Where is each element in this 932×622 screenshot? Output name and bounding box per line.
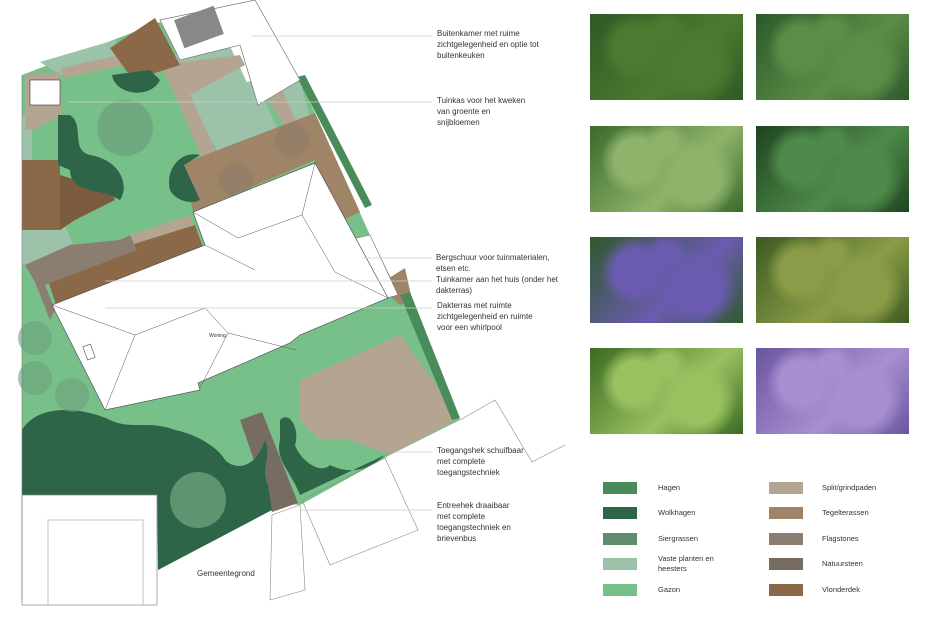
street-label: Gemeentegrond: [197, 569, 255, 578]
annotation-garden-room: Tuinkamer aan het huis (onder het dakter…: [436, 275, 558, 295]
plant-photo-bamboo: [590, 348, 743, 434]
sliding-gate-track: [459, 399, 566, 463]
plant-photo-buxus-balls: [590, 14, 743, 100]
legend-swatch: [769, 507, 803, 519]
legend-label: Natuursteen: [822, 559, 863, 568]
cloud-hedge: [112, 70, 160, 93]
legend-label: Vlonderdek: [822, 585, 860, 594]
house-label: Woning: [209, 333, 226, 339]
legend-swatch: [769, 558, 803, 570]
hedge: [297, 75, 372, 208]
deck: [45, 225, 208, 310]
skylight: [82, 343, 96, 361]
plant-photo-liriope: [590, 237, 743, 323]
grill-grate: [174, 5, 224, 49]
cloud-hedge: [279, 417, 385, 495]
deck-pergola: [110, 18, 180, 80]
municipal-block-inner: [47, 519, 144, 606]
house-roof: [51, 162, 389, 411]
legend-swatch: [769, 533, 803, 545]
legend-swatch: [603, 533, 637, 545]
flagstones: [25, 235, 137, 320]
plant-photo-pachysandra: [756, 126, 909, 212]
flagstones: [240, 412, 298, 512]
perennial-bed: [40, 40, 125, 75]
legend-swatch: [603, 584, 637, 596]
plant-photo-grasses: [590, 126, 743, 212]
gravel-path: [130, 215, 195, 248]
annotation-roof-terrace: Dakterras met ruimte zichtgelegenheid en…: [437, 301, 533, 332]
legend-label: Siergrassen: [658, 534, 699, 543]
annotation-sliding-gate: Toegangshek schuifbaar met complete toeg…: [437, 446, 524, 477]
roof-ridges: [51, 162, 389, 411]
legend-swatch: [769, 584, 803, 596]
plant-photo-cloud-hedge: [756, 237, 909, 323]
legend-swatch: [769, 482, 803, 494]
tree-canopy: [170, 472, 226, 528]
legend-label: Wolkhagen: [658, 508, 696, 517]
hedge: [400, 292, 460, 420]
cloud-hedge: [169, 154, 200, 202]
tree-canopy: [97, 100, 153, 156]
annotation-outdoor-room: Buitenkamer met ruime zichtgelegenheid e…: [437, 29, 539, 60]
gravel-path: [60, 55, 125, 78]
tree-canopy: [18, 361, 52, 395]
plant-photo-fatsia: [756, 14, 909, 100]
annotation-entrance-gate: Entreehek draaibaar met complete toegang…: [437, 501, 511, 543]
annotation-shed: Bergschuur voor tuinmaterialen, etsen et…: [436, 253, 550, 273]
greenhouse: [29, 79, 61, 106]
legend-label: Vaste planten en heesters: [658, 554, 714, 573]
leader-lines: [68, 35, 432, 511]
legend-label: Split/grindpaden: [822, 483, 877, 492]
plant-photo-lavender: [756, 348, 909, 434]
tree-canopy: [275, 123, 309, 157]
tree-canopy: [219, 163, 253, 197]
tree-canopy: [18, 321, 52, 355]
cloud-hedge: [22, 410, 272, 570]
legend-label: Tegelterassen: [822, 508, 869, 517]
legend-label: Flagstones: [822, 534, 859, 543]
legend-swatch: [603, 558, 637, 570]
legend-label: Hagen: [658, 483, 681, 492]
municipal-block: [21, 494, 158, 606]
gate-swing-area: [301, 457, 419, 566]
legend-swatch: [603, 482, 637, 494]
tree-canopy: [55, 378, 89, 412]
gate-swing-area: [269, 504, 306, 601]
deck-stairs: [22, 160, 60, 230]
legend-swatch: [603, 507, 637, 519]
legend-label: Gazon: [658, 585, 681, 594]
annotation-greenhouse: Tuinkas voor het kweken van groente en s…: [437, 96, 526, 127]
gravel-path: [300, 335, 460, 455]
gravel-path: [160, 55, 245, 165]
cloud-hedge: [58, 115, 124, 200]
